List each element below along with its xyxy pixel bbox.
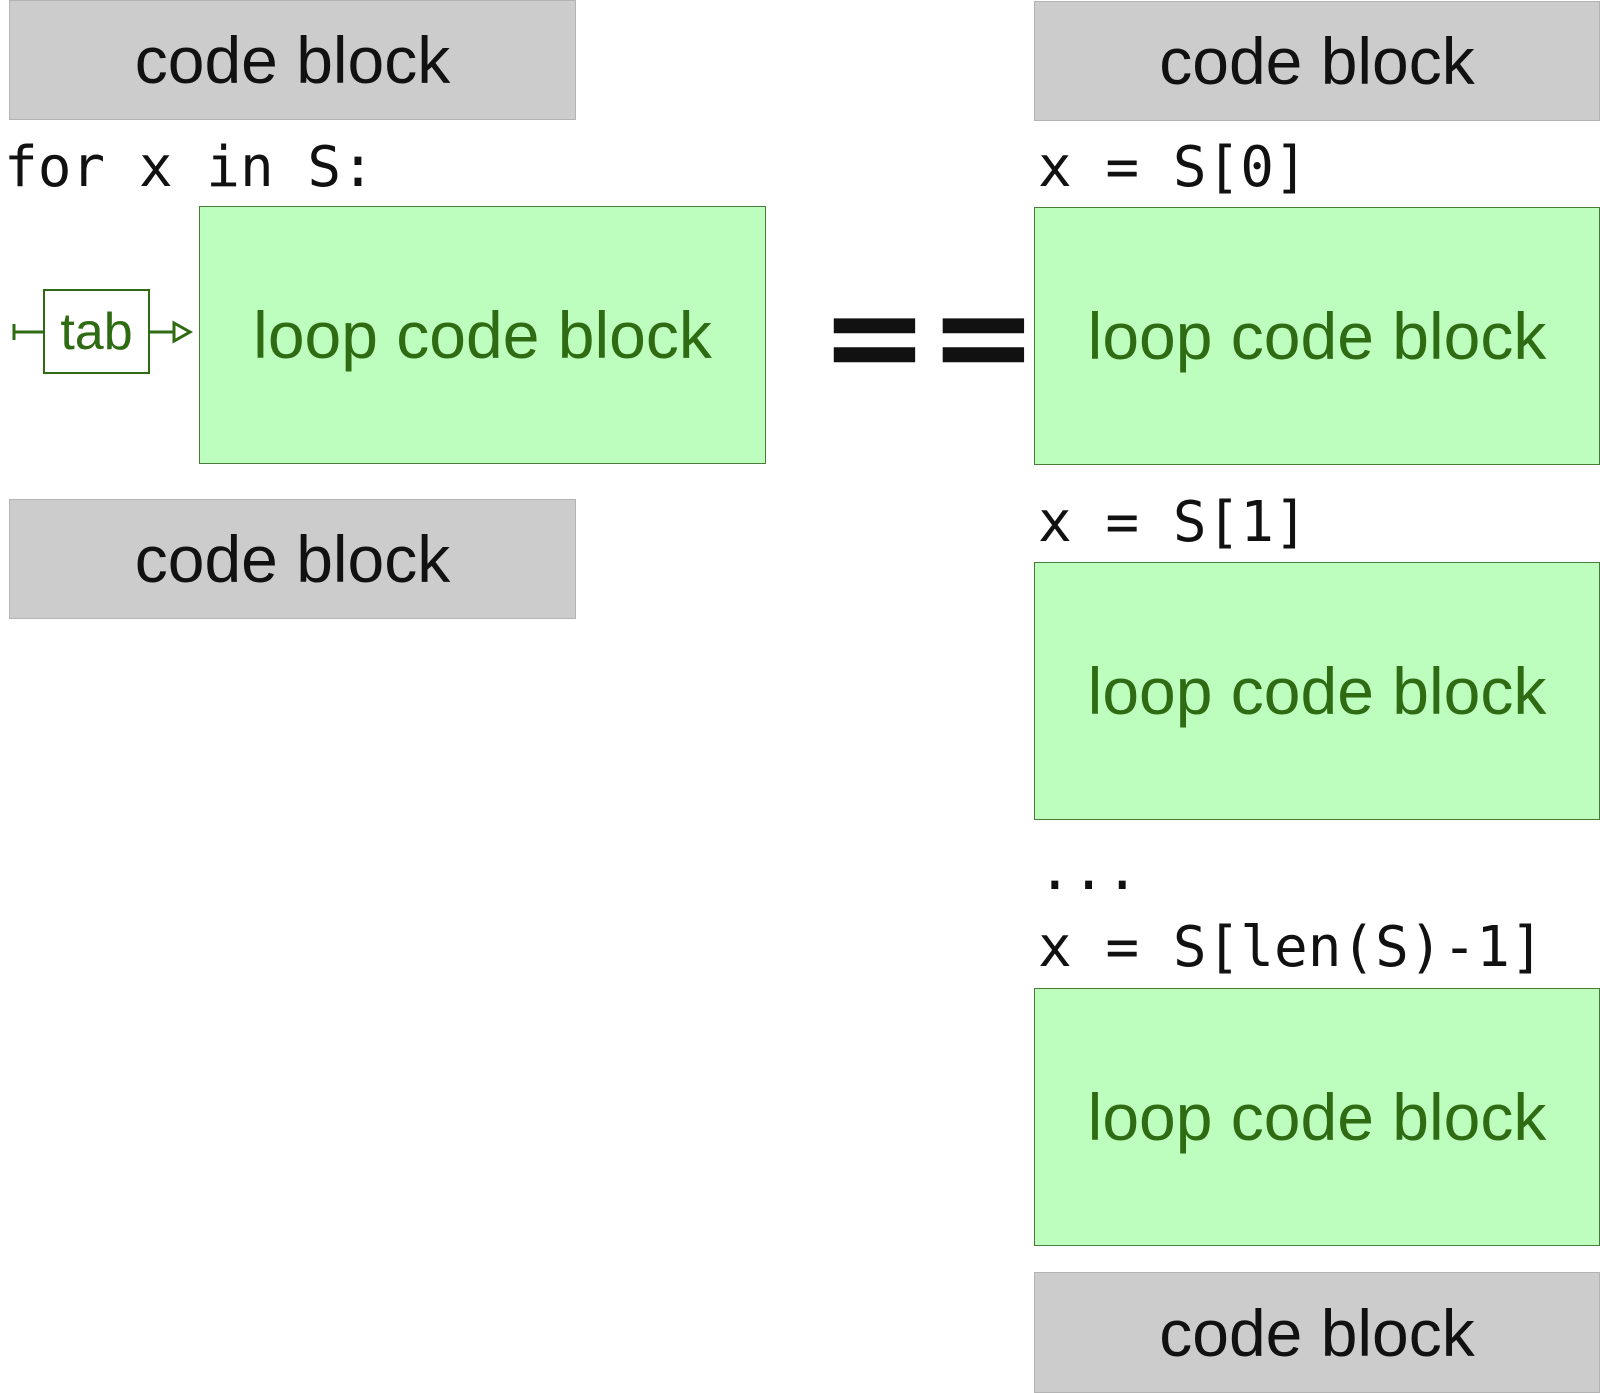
ellipsis: ... <box>1038 838 1140 903</box>
equals-sign: == <box>820 260 1038 412</box>
right-loop-code-block-2: loop code block <box>1034 562 1600 820</box>
tab-arrow <box>12 320 194 344</box>
for-loop-header: for x in S: <box>4 135 375 200</box>
right-loop-code-block-3: loop code block <box>1034 988 1600 1246</box>
right-code-block-top: code block <box>1034 1 1600 121</box>
assign-s-last: x = S[len(S)-1] <box>1038 915 1544 980</box>
right-code-block-bottom: code block <box>1034 1272 1600 1393</box>
left-loop-code-block: loop code block <box>199 206 766 464</box>
assign-s1: x = S[1] <box>1038 490 1308 555</box>
left-code-block-bottom: code block <box>9 499 576 619</box>
assign-s0: x = S[0] <box>1038 135 1308 200</box>
tab-label: tab <box>43 289 150 374</box>
right-loop-code-block-1: loop code block <box>1034 207 1600 465</box>
left-code-block-top: code block <box>9 0 576 120</box>
